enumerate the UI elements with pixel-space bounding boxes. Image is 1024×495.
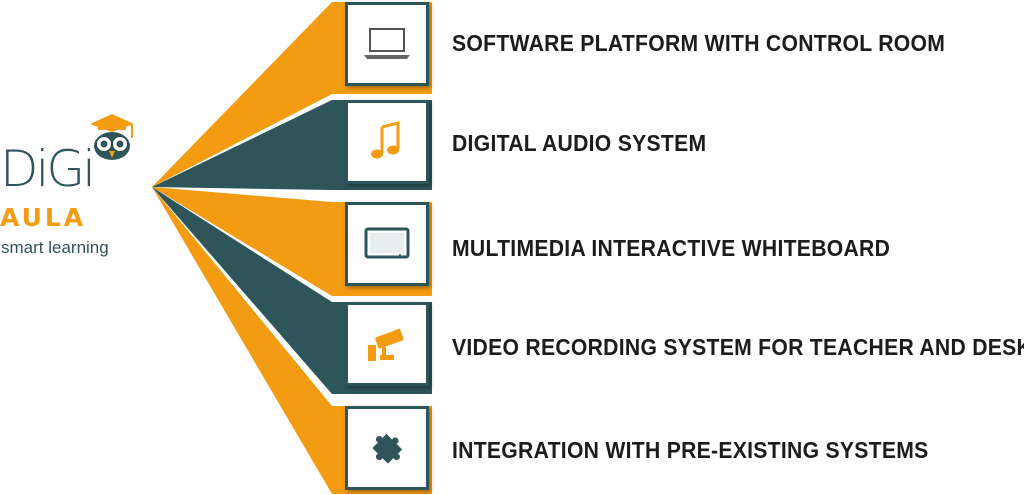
logo-tagline: smart learning: [1, 238, 109, 257]
logo-wordmark: DiGi: [0, 140, 96, 198]
item-icon-box-software: [345, 2, 429, 86]
security-camera-icon: [368, 328, 404, 361]
owl-graduate-icon: [90, 114, 134, 160]
item-label-software: SOFTWARE PLATFORM WITH CONTROL ROOM: [452, 30, 946, 56]
item-label-integration: INTEGRATION WITH PRE-EXISTING SYSTEMS: [452, 437, 929, 463]
monitor-icon: [364, 227, 410, 259]
item-icon-box-video: [345, 302, 429, 386]
item-icon-box-audio: [345, 100, 429, 184]
item-label-audio: DIGITAL AUDIO SYSTEM: [452, 130, 707, 156]
item-icon-box-integration: [345, 406, 429, 490]
logo-subword: AULA: [0, 203, 87, 232]
laptop-icon: [364, 28, 410, 59]
item-icon-box-whiteboard: [345, 202, 429, 286]
music-note-icon: [371, 121, 400, 159]
digiaula-logo: DiGi AULA smart learning: [0, 108, 150, 258]
item-label-video: VIDEO RECORDING SYSTEM FOR TEACHER AND D…: [452, 334, 1024, 360]
puzzle-piece-icon: [372, 433, 403, 464]
item-label-whiteboard: MULTIMEDIA INTERACTIVE WHITEBOARD: [452, 235, 891, 261]
